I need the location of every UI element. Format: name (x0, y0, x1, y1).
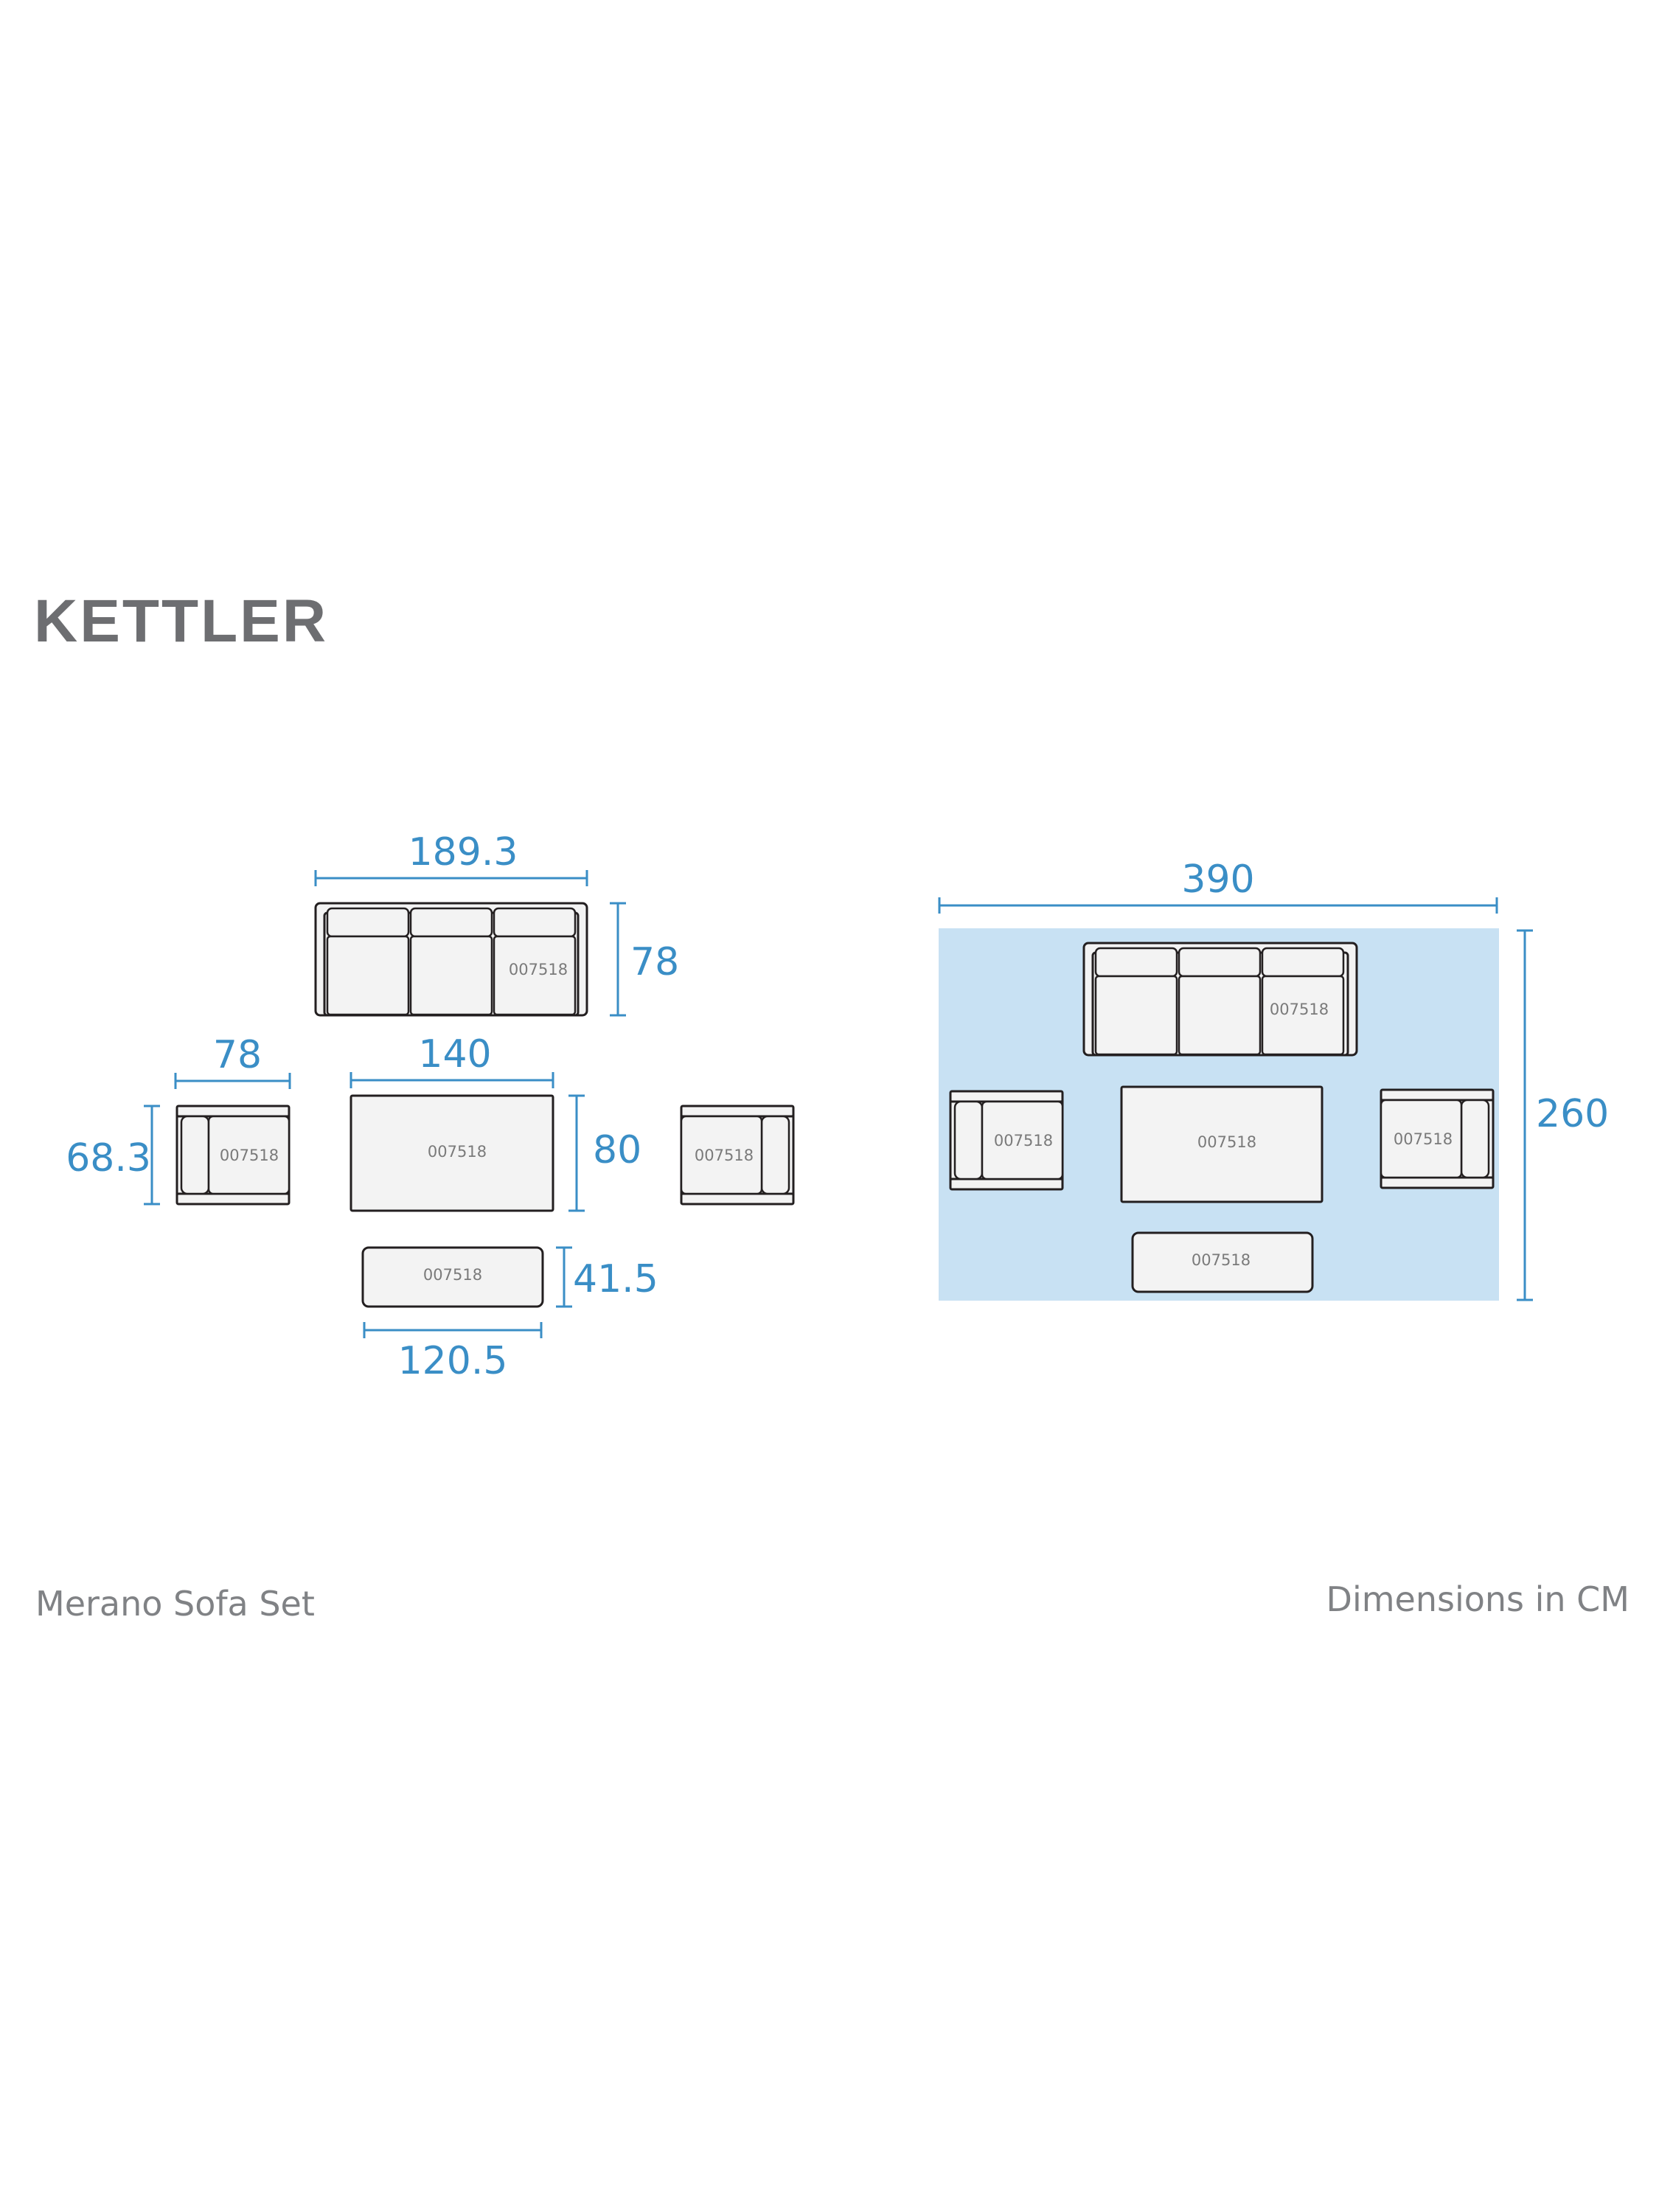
armchair-right: 007518 (680, 1105, 795, 1206)
armchair-left: 007518 (175, 1105, 291, 1206)
coffee-table: 007518 (349, 1094, 554, 1212)
kettler-logo: KETTLER (34, 588, 329, 655)
layout-coffee-table: 007518 (1120, 1085, 1324, 1203)
table-width-label: 140 (418, 1032, 491, 1077)
layout-armchair-left: 007518 (949, 1090, 1064, 1191)
product-code-label: 007518 (1270, 1001, 1329, 1018)
table-depth-label: 80 (593, 1128, 641, 1172)
dimension-footstool-depth: 41.5 (556, 1246, 658, 1308)
dimension-layout-width: 390 (938, 858, 1498, 914)
dimension-sofa-width: 189.3 (314, 830, 588, 886)
product-name: Merano Sofa Set (35, 1584, 315, 1624)
dimension-sofa-depth: 78 (610, 902, 679, 1017)
layout-sofa: 007518 (1082, 942, 1358, 1057)
dimension-armchair-depth: 68.3 (66, 1105, 160, 1206)
layout-footstool: 007518 (1131, 1231, 1314, 1293)
product-code-label: 007518 (1394, 1130, 1453, 1148)
sofa-piece: 007518 (314, 902, 588, 1017)
product-code-label: 007518 (220, 1147, 279, 1164)
layout-depth-label: 260 (1536, 1092, 1609, 1136)
dimension-armchair-width: 78 (174, 1033, 291, 1089)
units-note: Dimensions in CM (1326, 1579, 1630, 1619)
layout-width-label: 390 (1181, 858, 1254, 902)
product-code-label: 007518 (1197, 1133, 1256, 1151)
dimension-footstool-width: 120.5 (363, 1322, 543, 1383)
armchair-depth-label: 68.3 (66, 1136, 151, 1180)
footstool: 007518 (361, 1246, 544, 1308)
product-code-label: 007518 (428, 1143, 487, 1161)
dimension-layout-depth: 260 (1517, 929, 1609, 1301)
product-code-label: 007518 (1192, 1251, 1251, 1269)
armchair-width-label: 78 (213, 1033, 262, 1077)
dimension-table-width: 140 (349, 1032, 554, 1088)
product-code-label: 007518 (509, 961, 568, 978)
footstool-width-label: 120.5 (398, 1339, 508, 1383)
product-code-label: 007518 (695, 1147, 754, 1164)
dimension-table-depth: 80 (568, 1094, 641, 1212)
sofa-width-label: 189.3 (408, 830, 518, 874)
footstool-depth-label: 41.5 (573, 1257, 658, 1301)
sofa-depth-label: 78 (630, 940, 679, 984)
product-code-label: 007518 (423, 1266, 482, 1284)
layout-armchair-right: 007518 (1380, 1088, 1495, 1189)
product-code-label: 007518 (994, 1132, 1053, 1150)
